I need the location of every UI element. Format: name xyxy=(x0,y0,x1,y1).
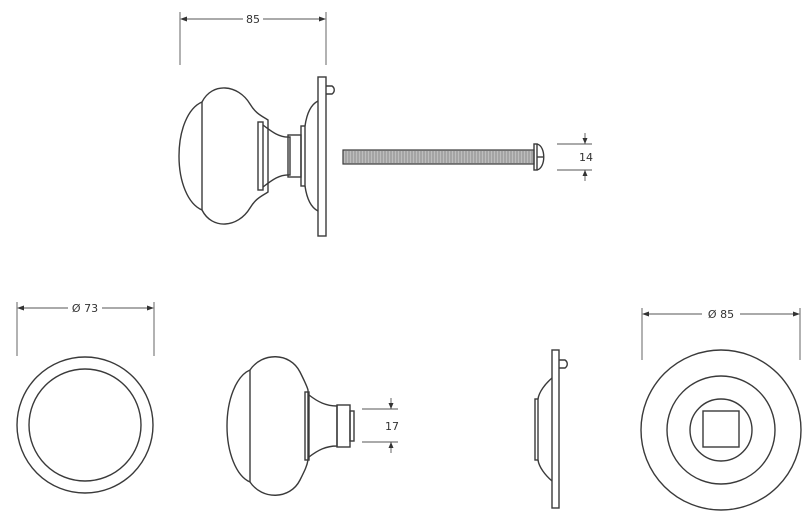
rose-side-view xyxy=(534,349,568,509)
knob-side-view: 17 xyxy=(226,356,399,496)
dimension-neck-17: 17 xyxy=(385,420,399,433)
dimension-rose-diameter: Ø 85 xyxy=(708,308,734,321)
dimension-bolt-14: 14 xyxy=(579,151,593,164)
rose-front-view: Ø 85 xyxy=(640,308,802,511)
spindle-bolt: 14 xyxy=(342,133,593,181)
dimension-knob-diameter: Ø 73 xyxy=(72,302,98,315)
knob-front-view: Ø 73 xyxy=(16,302,155,494)
assembly-side-view: 85 xyxy=(178,12,335,237)
square-spindle-hole xyxy=(702,410,740,448)
dimension-overall-85: 85 xyxy=(246,13,260,26)
